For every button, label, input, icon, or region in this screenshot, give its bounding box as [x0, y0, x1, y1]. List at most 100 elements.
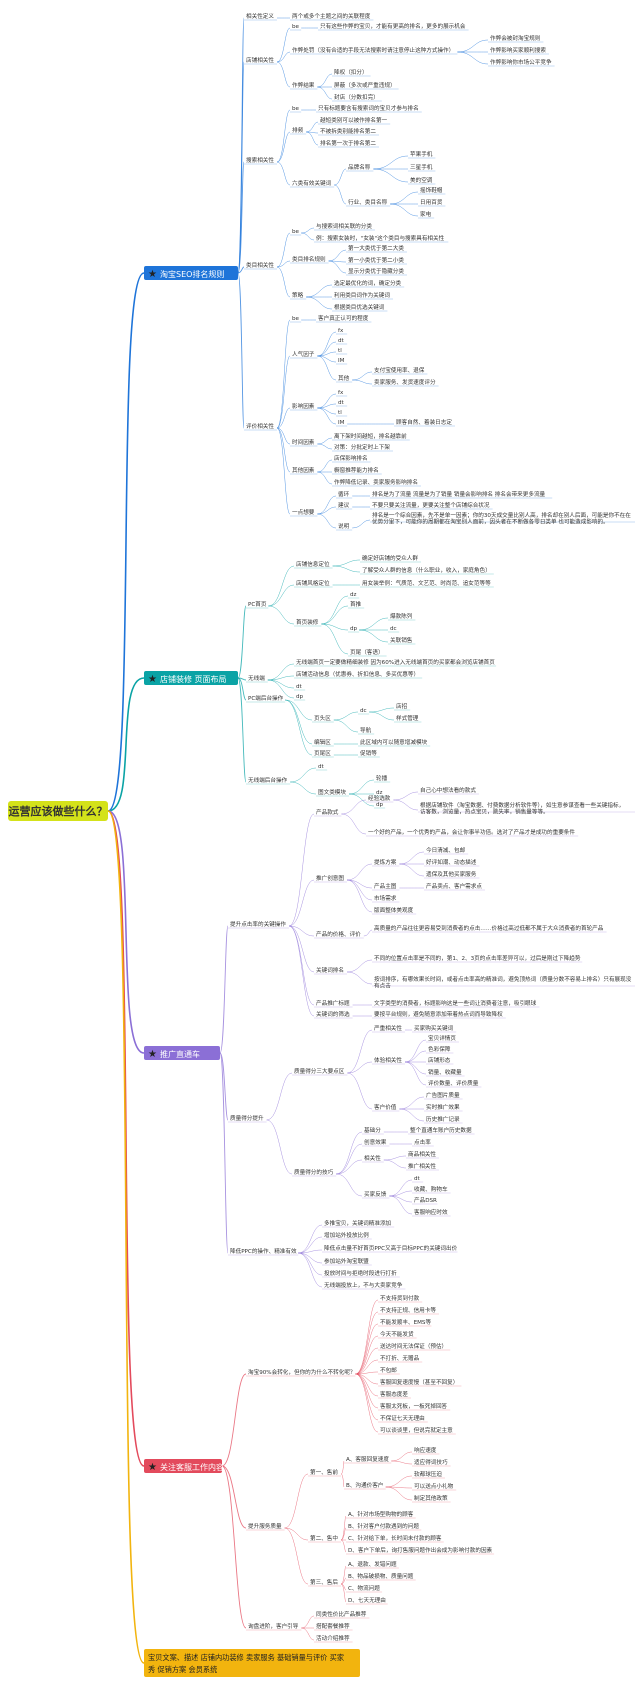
edge	[237, 161, 245, 274]
star-icon: ★	[148, 1049, 157, 1060]
edge	[317, 341, 337, 357]
edge	[288, 925, 315, 937]
branch-store-decoration[interactable]: ★ 店铺装修 页面布局	[144, 671, 238, 685]
node-label: 时间因素	[292, 438, 315, 446]
edge	[267, 679, 295, 699]
edge	[276, 51, 291, 63]
node-label: dc	[360, 708, 367, 714]
edge	[355, 1347, 379, 1375]
node-label: 无线端投放上，不与大卖家竞争	[324, 1281, 403, 1289]
node-label: 市场需求	[374, 894, 397, 902]
edge	[301, 1615, 315, 1629]
branch-box	[144, 266, 238, 280]
node-label: 家电	[420, 210, 432, 218]
node-label: 实时推广效果	[426, 1103, 460, 1111]
node-label: 不同的位置点击率是不同的，第1、2、3页的点击率差异可以，过后是刚过下降趋势	[374, 954, 581, 962]
node-label: 导航	[360, 726, 372, 734]
node-label: 产品款式	[316, 808, 339, 816]
branch-other-topics[interactable]: 宝贝文案、描述 店铺内功装修 卖家服务 基础销量与评价 买家 秀 促销方案 会员…	[144, 1649, 360, 1677]
node-label: 作弊影响你市场公平竞争	[490, 58, 552, 66]
node-label: 行业、类目名称	[348, 198, 388, 206]
edge	[290, 767, 317, 783]
node-label: C、物流问题	[348, 1584, 380, 1592]
edge	[385, 1475, 413, 1488]
edge	[457, 51, 489, 65]
node-label: 三星手机	[410, 163, 433, 171]
node-label: 客服响应时效	[414, 1208, 448, 1216]
edge	[317, 443, 333, 450]
edge	[340, 1577, 347, 1585]
node-label: 摇饰鞋帽	[420, 186, 443, 194]
node-label: 无线端后台操作	[248, 776, 288, 784]
root-node[interactable]: 运营应该做些什么？	[8, 801, 108, 821]
edge	[317, 351, 337, 357]
node-label: 类目相关性	[246, 261, 274, 269]
edge	[288, 925, 315, 1017]
edge	[391, 1451, 413, 1462]
edge	[355, 1323, 379, 1375]
node-label: 无线端首页一定要做精细装修 因为60%进入无线端首页的买家都会浏览店铺首页	[296, 658, 495, 666]
branch-customer-service[interactable]: ★ 关注客服工作内容	[144, 1459, 224, 1473]
edge	[276, 319, 291, 429]
node-label: 店铺形态	[428, 1056, 451, 1064]
node-label: 作弊降低记录、卖家服务影响排名	[334, 478, 418, 486]
branch-seo[interactable]: ★ 淘宝SEO排名规则	[144, 266, 238, 280]
edge	[298, 1252, 323, 1276]
root-branch-edge	[107, 810, 145, 1467]
edge	[219, 1052, 229, 1121]
edge	[219, 1052, 229, 1254]
node-label: 了解受众人群的信息（什么职业，收入，家庭角色）	[362, 566, 491, 574]
branch-label: 关注客服工作内容	[160, 1462, 224, 1472]
branch-promotion[interactable]: ★ 推广直通车	[144, 1046, 220, 1060]
edge	[276, 407, 291, 429]
edge	[267, 679, 295, 689]
node-label: C、针对给下单，长时间未付款的顾客	[348, 1534, 442, 1542]
node-label: 质量得分的技巧	[294, 1168, 334, 1176]
edge	[328, 249, 347, 262]
node-label: 送达时间无法保证（预估）	[380, 1342, 447, 1350]
edge	[317, 459, 333, 473]
edge	[276, 232, 291, 268]
node-label: 不能发顺丰、EMS等	[380, 1318, 431, 1326]
node-label: 产品DSR	[414, 1196, 437, 1204]
node-label: 只有标题要含有搜索词的宝贝才参与排名	[318, 104, 419, 112]
node-label: 提升点击率的关键操作	[230, 920, 286, 928]
node-label: 买家反馈	[364, 1190, 387, 1198]
node-label: 美的空调	[410, 176, 433, 184]
node-label: 评价相关性	[246, 422, 274, 430]
edge	[317, 471, 333, 485]
node-label: 收藏、购物车	[414, 1185, 448, 1193]
node-label: 询盘进阶，客户引导	[248, 1622, 299, 1630]
node-label: dp	[350, 626, 358, 632]
node-label: dt	[338, 400, 345, 406]
node-label: be	[292, 229, 300, 235]
edge	[237, 677, 247, 701]
node-label: 基础分	[364, 1126, 381, 1134]
edge	[317, 506, 337, 515]
edge	[276, 427, 291, 515]
edge	[285, 699, 313, 756]
node-label: 不包邮	[380, 1366, 397, 1374]
node-label: 增加站外投放比例	[324, 1231, 369, 1239]
node-label: 对策：分批定时上下架	[334, 443, 390, 451]
edge	[389, 1195, 413, 1215]
edge	[352, 379, 373, 385]
edge	[288, 813, 315, 927]
edge	[399, 863, 425, 877]
node-label: 严重相关性	[374, 1024, 402, 1032]
branch-box	[144, 671, 238, 685]
edge	[317, 331, 337, 357]
node-label: 离下架时间越短，排名越靠前	[334, 432, 407, 440]
node-label: tl	[338, 348, 342, 354]
node-label: 一个好的产品，一个优秀的产品，会让你事半功倍。选对了产品才是成功的重要条件	[368, 828, 575, 836]
edge	[340, 1473, 345, 1488]
node-label: 关键词排名	[316, 966, 344, 974]
edge	[348, 793, 375, 807]
node-label: 越短类别可以被作排名第一	[320, 116, 388, 124]
edge	[321, 605, 349, 625]
edge	[404, 1050, 427, 1063]
node-label: 经验选款	[368, 794, 391, 802]
node-label: 第一大类优于第二大类	[348, 244, 404, 252]
node-label: A、客服回复速度	[346, 1455, 389, 1463]
node-label: 店铺风格定位	[296, 579, 330, 587]
